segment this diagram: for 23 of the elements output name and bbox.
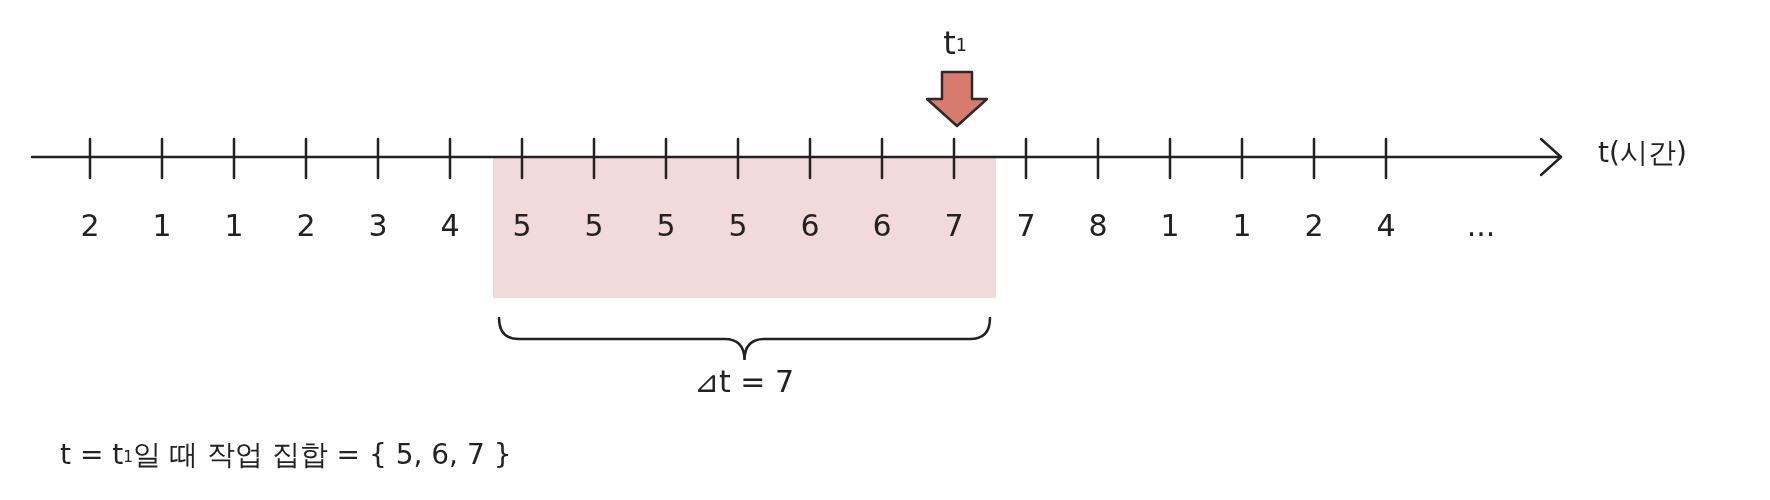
tick-value: 1 (224, 208, 244, 244)
tick-value: 3 (368, 208, 388, 244)
time-window-band (493, 157, 996, 298)
tick-value: 5 (584, 208, 604, 244)
tick-value: 5 (512, 208, 532, 244)
tick-value: 2 (296, 208, 316, 244)
tick-value: 2 (1304, 208, 1324, 244)
tick-value: 6 (800, 208, 820, 244)
tick-value: 4 (1376, 208, 1396, 244)
tick-value: 5 (656, 208, 676, 244)
tick-value: 6 (872, 208, 892, 244)
axis-label: t(시간) (1598, 136, 1687, 170)
ellipsis-text: ... (1466, 208, 1496, 244)
window-size-label: ⊿t = 7 (693, 364, 795, 400)
tick-value: 1 (1232, 208, 1252, 244)
tick-value: 5 (728, 208, 748, 244)
tick-value: 1 (152, 208, 172, 244)
tick-value: 4 (440, 208, 460, 244)
tick-value: 8 (1088, 208, 1108, 244)
tick-value: 7 (944, 208, 964, 244)
tick-value: 7 (1016, 208, 1036, 244)
tick-value: 1 (1160, 208, 1180, 244)
tick-value: 2 (80, 208, 100, 244)
